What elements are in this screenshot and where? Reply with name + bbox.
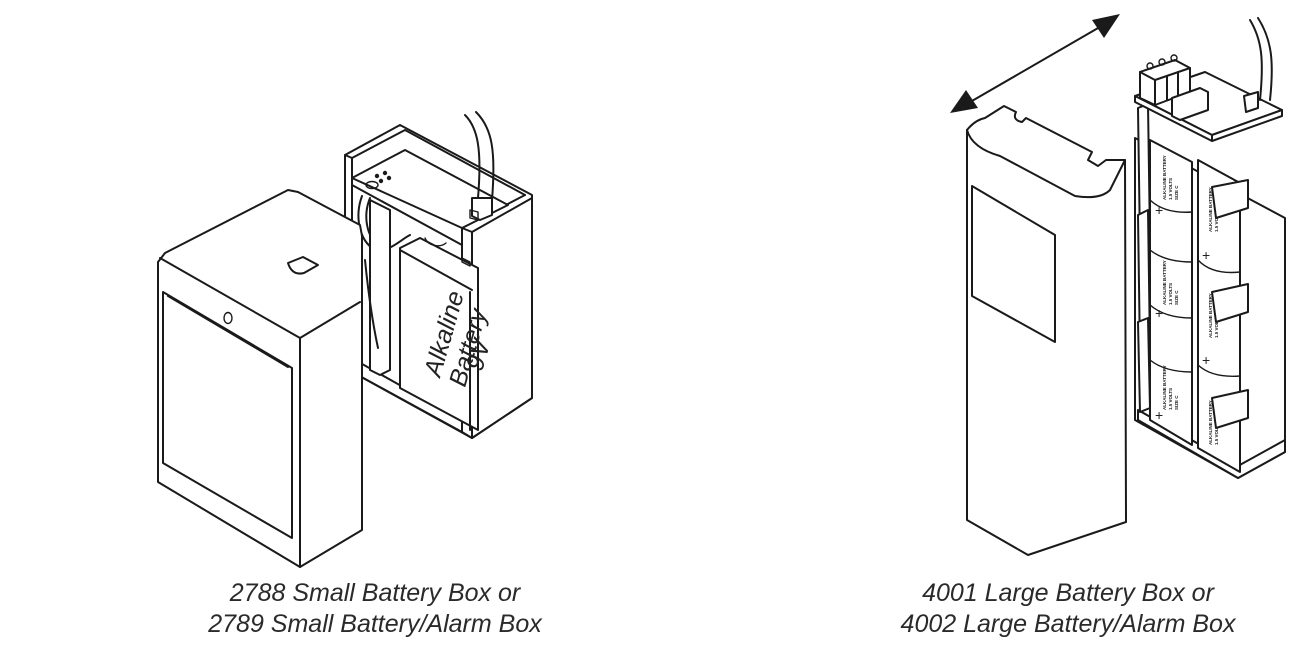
cell-label: SIZE C (1174, 290, 1179, 305)
polarity-plus: + (1155, 407, 1163, 423)
cell-label: ALKALINE BATTERY (1162, 155, 1167, 200)
large-battery-box-cover (966, 105, 1127, 556)
cell-label: ALKALINE BATTERY (1208, 400, 1213, 445)
cell-label: 1.5 VOLTS (1214, 210, 1219, 232)
polarity-plus: + (1202, 352, 1210, 368)
cell-label: 1.5 VOLTS (1214, 423, 1219, 445)
caption-line-1: 4001 Large Battery Box or (922, 579, 1214, 607)
polarity-plus: + (1155, 305, 1163, 321)
indicator-hole (223, 311, 233, 325)
caption-line-1: 2788 Small Battery Box or (229, 579, 521, 607)
cell-label: ALKALINE BATTERY (1162, 260, 1167, 305)
polarity-plus: + (1155, 202, 1163, 218)
cell-label: 1.5 VOLTS (1168, 178, 1173, 200)
large-battery-box-caption: 4001 Large Battery Box or 4002 Large Bat… (838, 578, 1298, 640)
double-headed-arrow-icon (950, 14, 1120, 113)
cell-label: ALKALINE BATTERY (1208, 187, 1213, 232)
caption-line-2: 4002 Large Battery/Alarm Box (900, 610, 1236, 638)
cell-label: 1.5 VOLTS (1168, 388, 1173, 410)
polarity-plus: + (1202, 247, 1210, 263)
battery-cell-column-left: + + + ALKALINE BATTERY 1.5 VOLTS SIZE C … (1137, 103, 1193, 446)
cell-label: ALKALINE BATTERY (1208, 293, 1213, 338)
cell-label: 1.5 VOLTS (1168, 283, 1173, 305)
small-battery-box-caption: 2788 Small Battery Box or 2789 Small Bat… (190, 578, 560, 640)
cell-label: ALKALINE BATTERY (1162, 365, 1167, 410)
terminal-board (1134, 17, 1283, 142)
caption-line-2: 2789 Small Battery/Alarm Box (208, 610, 542, 638)
circuit-board-top (351, 149, 509, 246)
label-window (971, 185, 1056, 343)
cell-label: 1.5 VOLTS (1214, 316, 1219, 338)
wire-cable (464, 111, 495, 221)
cell-label: SIZE C (1174, 185, 1179, 200)
cell-label: SIZE C (1174, 395, 1179, 410)
nine-volt-battery: Alkaline Battery 9V (399, 237, 497, 431)
small-battery-box-cover (157, 189, 363, 568)
battery-cell-column-right: + + ALKALINE BATTERY 1.5 VOLTS ALKALINE … (1197, 159, 1249, 473)
